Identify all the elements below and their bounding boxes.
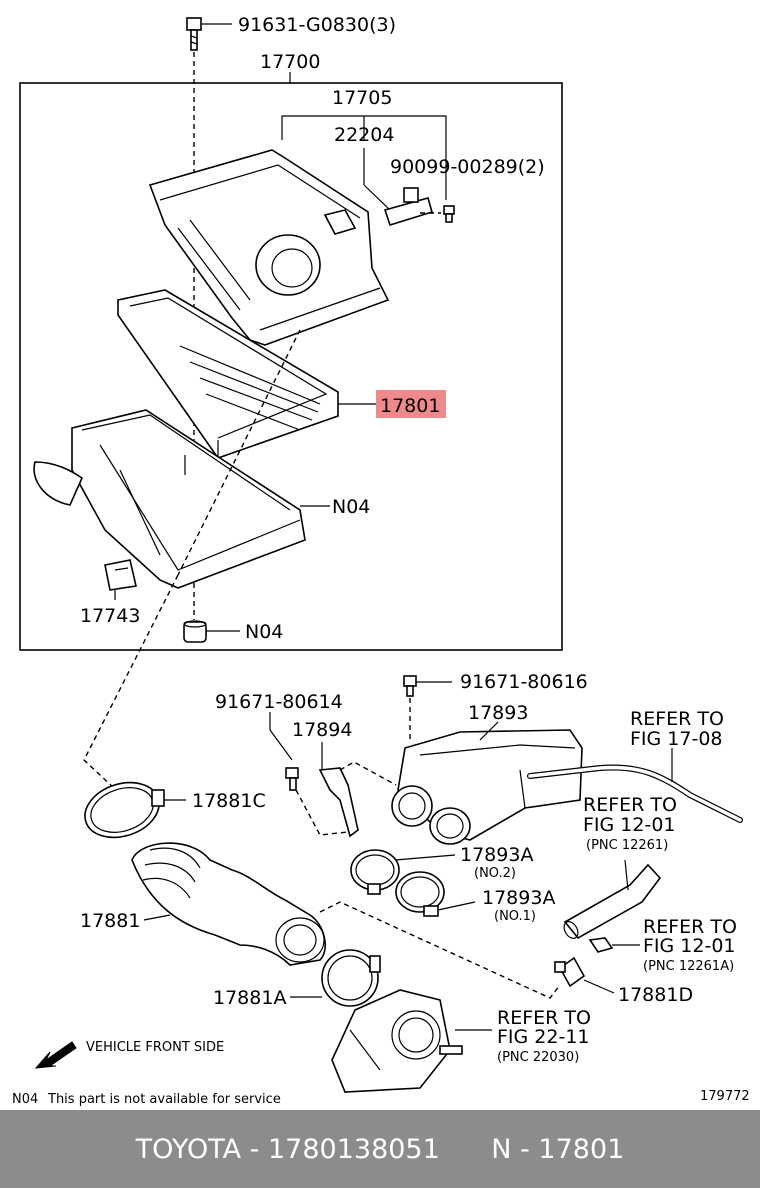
vehicle-front-arrow-icon xyxy=(34,1041,77,1069)
label-stay: 17894 xyxy=(292,719,352,741)
label-ref-22-11-b: FIG 22-11 xyxy=(497,1026,590,1048)
label-figure-number: 179772 xyxy=(700,1089,750,1104)
air-cleaner-case[interactable] xyxy=(33,409,306,589)
label-ref-22-11-a: REFER TO xyxy=(497,1007,591,1029)
case-bracket[interactable] xyxy=(104,559,137,591)
label-ref-12-01-c: (PNC 12261) xyxy=(586,838,668,853)
label-screw: 90099-00289(2) xyxy=(390,156,545,178)
label-sensor: 22204 xyxy=(334,124,394,146)
footer-bar: TOYOTA - 1780138051 N - 17801 xyxy=(0,1110,760,1188)
label-cap: 17705 xyxy=(332,87,392,109)
label-n04-note-code: N04 xyxy=(12,1092,38,1107)
vacuum-hose[interactable] xyxy=(561,863,662,941)
label-ref-12-01-a: REFER TO xyxy=(583,794,677,816)
highlight-box xyxy=(376,390,446,418)
small-hose-connector[interactable] xyxy=(588,937,614,953)
label-hose: 17881 xyxy=(80,910,140,932)
air-intake-hose[interactable] xyxy=(131,842,326,966)
label-clamp-881d: 17881D xyxy=(618,984,693,1006)
label-ref-12-01a-c: (PNC 12261A) xyxy=(643,959,734,974)
label-n04-case: N04 xyxy=(332,496,370,518)
label-n04-grommet: N04 xyxy=(245,621,283,643)
bolt-top-icon[interactable] xyxy=(186,17,202,51)
hose-clamp-a[interactable] xyxy=(321,949,381,1007)
mass-airflow-sensor[interactable] xyxy=(383,187,433,226)
label-clamp-a-no2: 17893A xyxy=(460,844,533,866)
label-n04-note-text: This part is not available for service xyxy=(47,1092,281,1107)
air-cleaner-cap[interactable] xyxy=(148,149,390,346)
label-bracket: 17743 xyxy=(80,605,140,627)
footer-part-number: 1780138051 xyxy=(268,1133,440,1165)
label-bolt-mid: 91671-80614 xyxy=(215,691,343,713)
label-ref-22-11-c: (PNC 22030) xyxy=(497,1050,579,1065)
parts-diagram: 91631-G0830(3) 17700 17705 22204 90099-0… xyxy=(12,14,750,1107)
label-clamp-a-no2-sub: (NO.2) xyxy=(474,866,516,881)
footer-pnc: 17801 xyxy=(538,1133,625,1165)
assembly-frame xyxy=(19,82,563,651)
footer-n: N xyxy=(491,1133,512,1165)
label-assembly: 17700 xyxy=(260,51,320,73)
label-ref-12-01a-b: FIG 12-01 xyxy=(643,935,736,957)
footer-sep-1: - xyxy=(241,1133,268,1165)
label-ref-12-01-b: FIG 12-01 xyxy=(583,814,676,836)
label-bolt-right: 91671-80616 xyxy=(460,671,588,693)
bolt-mid-icon[interactable] xyxy=(285,767,299,791)
label-ref-12-01a-a: REFER TO xyxy=(643,916,737,938)
throttle-body[interactable] xyxy=(331,989,463,1093)
air-filter-element[interactable] xyxy=(117,289,339,459)
label-ref-17-08-a: REFER TO xyxy=(630,708,724,730)
label-vehicle-front: VEHICLE FRONT SIDE xyxy=(86,1040,224,1055)
grommet-icon[interactable] xyxy=(183,620,207,643)
intake-resonator[interactable] xyxy=(391,729,583,845)
label-clamp-a-no1-sub: (NO.1) xyxy=(494,909,536,924)
footer-sep-2: - xyxy=(511,1133,539,1165)
bolt-right-icon[interactable] xyxy=(403,675,417,697)
hose-clamp-c[interactable] xyxy=(78,774,166,847)
resonator-clamp-no2[interactable] xyxy=(350,849,400,895)
label-bolt-top: 91631-G0830(3) xyxy=(238,14,396,36)
footer-gap xyxy=(440,1134,492,1165)
resonator-stay[interactable] xyxy=(318,767,359,838)
label-element: 17801 xyxy=(380,395,440,417)
label-ref-17-08-b: FIG 17-08 xyxy=(630,728,723,750)
screw-icon[interactable] xyxy=(443,205,455,223)
footer-brand: TOYOTA xyxy=(135,1133,242,1165)
label-clamp-881a: 17881A xyxy=(213,987,286,1009)
label-clamp-a-no1: 17893A xyxy=(482,887,555,909)
label-clamp-c: 17881C xyxy=(192,790,266,812)
resonator-clamp-no1[interactable] xyxy=(395,871,445,917)
label-resonator: 17893 xyxy=(468,702,528,724)
intake-sensor-plug[interactable] xyxy=(554,956,586,988)
